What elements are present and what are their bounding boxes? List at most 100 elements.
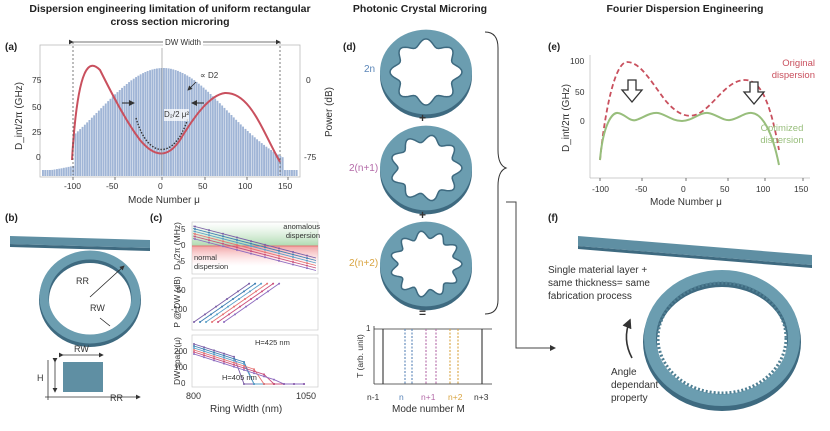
d2-line [192,225,317,259]
spectrum-bar [246,131,249,176]
dwspan-point [213,353,215,356]
spectrum-bar [253,137,256,176]
pdw-point [205,321,207,323]
pe-xlabel: Mode Number μ [650,197,722,208]
dwspan-point [253,372,255,375]
optimized-label: Optimized dispersion [760,123,804,146]
dwspan-point [203,356,205,359]
pdw-point [267,290,269,293]
spectrum-bar [295,170,298,176]
anomalous-label: anomalous dispersion [283,222,320,240]
d2-point [278,247,280,250]
rw-label: RW [90,303,105,313]
spectrum-bar [179,71,182,176]
spectrum-bar [163,68,165,176]
dwspan-point [273,378,275,381]
pc-xlabel: Ring Width (nm) [210,404,283,415]
spectrum-bar [286,170,289,176]
d2-point [278,252,280,255]
pdw-point [250,298,252,301]
pe-xtick: 0 [681,184,686,194]
dwspan-point [263,373,265,376]
pdw-line [223,282,281,323]
d2-line [192,238,317,271]
d2-point [236,248,238,251]
pe-ytick: 100 [570,56,585,66]
h-label: H [37,373,44,383]
d2-point [208,234,210,237]
spectrum-bar [270,150,272,176]
dwspan-point [213,359,215,362]
d2-point [292,258,294,261]
pe-xtick: -100 [592,184,610,194]
spectrum-bar [242,126,244,176]
d2-point [264,243,266,246]
pe-ytick: 0 [580,116,585,126]
pdw-line [211,282,269,323]
pc-y1tick: 0 [181,241,186,250]
d2-point [194,233,196,236]
dwspan-point [193,343,195,345]
dint-curve [71,64,281,163]
dwspan-point [223,354,225,357]
plus2: + [419,208,427,222]
spectrum-bar [288,170,291,176]
left-header-line1: Dispersion engineering limitation of uni… [29,3,311,15]
spectrum-bar [44,170,47,176]
spectrum-bar [95,113,98,176]
pe-xtick: 150 [794,184,809,194]
dw-width-label: DW Width [163,37,203,49]
d2-point [194,230,196,233]
dwspan-point [203,354,205,357]
d2-point [250,252,252,255]
sum-brace [484,31,508,315]
dwspan-point [223,362,225,365]
spectrum-bar [190,78,193,176]
optimized-dispersion-curve [599,111,780,166]
pa-xtick: 150 [278,181,293,191]
spectrum-bar [202,87,205,176]
dwspan-point [193,349,195,351]
d2-point [278,249,280,252]
dwspan-point [203,350,205,353]
spectrum-bar [211,96,214,176]
pa-xtick: 100 [238,181,253,191]
spectrum-bar [267,148,270,176]
d2-point [194,238,196,241]
dwspan-point [243,361,245,363]
d2-point [250,245,252,248]
spectrum-bar [156,68,158,176]
dwspan-point [233,363,235,366]
dwspan-point [273,383,275,385]
right-header: Fourier Dispersion Engineering [606,3,764,15]
spectrum-bar [53,169,56,176]
pd-xtick: n [399,392,404,402]
dwspan-point [223,356,225,359]
spectrum-bar [204,89,207,176]
pdw-point [228,313,230,316]
pdw-point [249,290,251,293]
dwspan-point [243,369,245,371]
spectrum-bar [83,124,86,176]
pdw-point [238,298,240,301]
pdw-point [237,290,239,293]
spectrum-bar [97,110,100,176]
pdw-line [205,282,263,323]
pe-ytick: 50 [575,87,585,97]
spectrum-bar [291,170,293,176]
left-header-line2: cross section microring [110,16,230,28]
spectrum-bar [49,170,51,176]
spectrum-bar [149,70,151,176]
panel-label-e: (e) [548,42,561,53]
d2-point [250,250,252,253]
corrugated-hole [391,134,463,202]
parabola-fit [135,117,189,150]
spectrum-bar [151,69,154,176]
pdw-point [199,321,201,323]
d2-point [306,254,308,257]
corrugated-hole [389,38,463,106]
pd-xtick: n+1 [421,392,436,402]
spectrum-bar [172,69,175,176]
spectrum-bar [107,101,110,176]
